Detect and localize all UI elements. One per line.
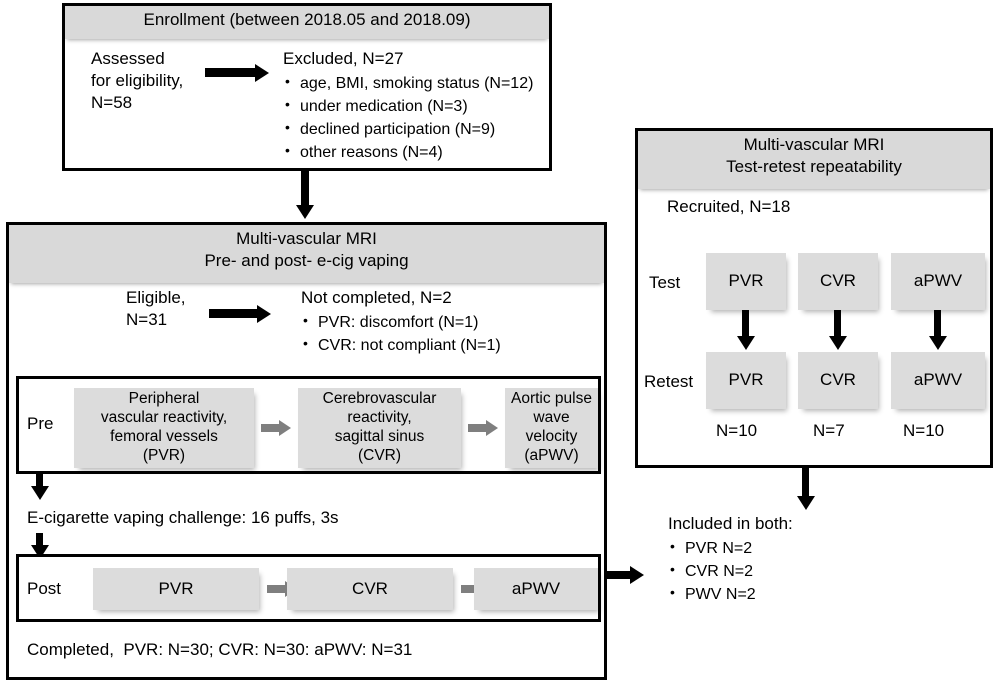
eligible-text: Eligible, N=31: [126, 288, 186, 330]
retest-box-pvr: PVR: [706, 352, 786, 409]
excluded-list: age, BMI, smoking status (N=12) under me…: [283, 71, 543, 164]
repeatability-header-line2: Test-retest repeatability: [726, 156, 902, 176]
completed-summary: Completed, PVR: N=30; CVR: N=30: aPWV: N…: [27, 640, 413, 659]
list-item: CVR: not compliant (N=1): [301, 333, 581, 357]
pre-box-apwv: Aortic pulse wave velocity (aPWV): [505, 388, 598, 468]
pre-box-pvr: Peripheral vascular reactivity, femoral …: [74, 388, 254, 468]
retest-label: Retest: [644, 372, 694, 391]
post-label: Post: [27, 579, 62, 598]
retest-box-apwv: aPWV: [891, 352, 985, 409]
mri-main-header-line2: Pre- and post- e-cig vaping: [204, 250, 409, 270]
mri-main-header: Multi-vascular MRI Pre- and post- e-cig …: [9, 225, 604, 283]
test-box-apwv: aPWV: [891, 253, 985, 310]
repeatability-panel: Multi-vascular MRI Test-retest repeatabi…: [635, 128, 993, 468]
pre-box-cvr: Cerebrovascular reactivity, sagittal sin…: [298, 388, 461, 468]
mri-main-header-line1: Multi-vascular MRI: [236, 229, 377, 248]
included-in-both-list: PVR N=2 CVR N=2 PWV N=2: [668, 536, 888, 606]
not-completed-title: Not completed, N=2: [301, 288, 452, 307]
list-item: CVR N=2: [668, 559, 888, 583]
enrollment-header: Enrollment (between 2018.05 and 2018.09): [65, 6, 549, 39]
retest-box-cvr: CVR: [798, 352, 878, 409]
post-row: Post PVR CVR aPWV: [16, 554, 601, 622]
list-item: under medication (N=3): [283, 94, 543, 118]
list-item: PVR N=2: [668, 536, 888, 560]
repeatability-header-line1: Multi-vascular MRI: [743, 135, 885, 154]
enrollment-panel: Enrollment (between 2018.05 and 2018.09)…: [62, 3, 552, 171]
list-item: PWV N=2: [668, 582, 888, 606]
list-item: PVR: discomfort (N=1): [301, 310, 581, 334]
test-label: Test: [649, 273, 681, 292]
excluded-title: Excluded, N=27: [283, 49, 404, 68]
recruited-text: Recruited, N=18: [667, 197, 791, 216]
test-box-cvr: CVR: [798, 253, 878, 310]
pre-row: Pre Peripheral vascular reactivity, femo…: [16, 376, 601, 474]
retest-count-apwv: N=10: [903, 421, 945, 440]
list-item: age, BMI, smoking status (N=12): [283, 71, 543, 95]
retest-count-cvr: N=7: [813, 421, 845, 440]
retest-count-pvr: N=10: [716, 421, 758, 440]
list-item: other reasons (N=4): [283, 140, 543, 164]
repeatability-header: Multi-vascular MRI Test-retest repeatabi…: [638, 131, 990, 189]
post-box-pvr: PVR: [93, 568, 259, 610]
assessed-for-eligibility-text: Assessed for eligibility, N=58: [91, 49, 184, 113]
included-in-both-title: Included in both:: [668, 514, 793, 533]
pre-label: Pre: [27, 414, 54, 433]
not-completed-list: PVR: discomfort (N=1) CVR: not compliant…: [301, 310, 581, 357]
list-item: declined participation (N=9): [283, 117, 543, 141]
test-box-pvr: PVR: [706, 253, 786, 310]
vaping-challenge-text: E-cigarette vaping challenge: 16 puffs, …: [27, 508, 339, 527]
mri-main-panel: Multi-vascular MRI Pre- and post- e-cig …: [6, 222, 607, 680]
post-box-cvr: CVR: [287, 568, 453, 610]
post-box-apwv: aPWV: [474, 568, 598, 610]
